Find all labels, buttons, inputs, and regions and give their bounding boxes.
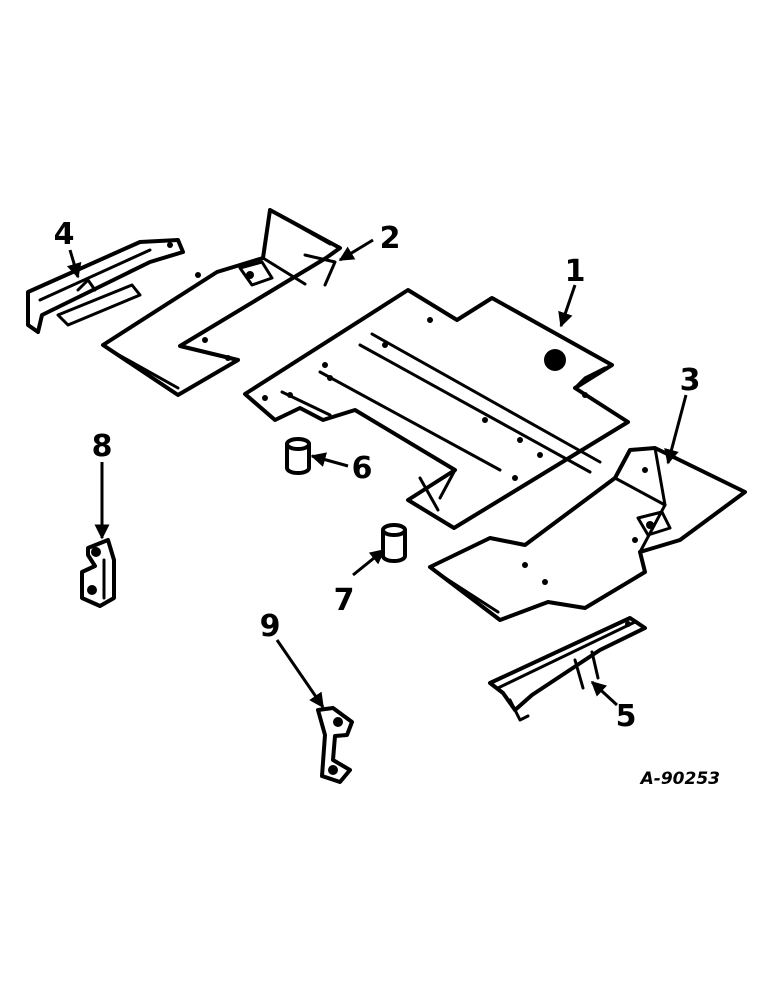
callout-8: 8	[92, 429, 113, 464]
leader-6	[310, 452, 349, 468]
part-7-bushing	[381, 523, 407, 563]
part-3-right-floor-panel	[428, 446, 747, 622]
leader-3	[664, 394, 688, 465]
reference-code: A-90253	[639, 769, 720, 789]
callout-6: 6	[352, 451, 373, 486]
part-8-latch	[80, 538, 116, 608]
callout-4: 4	[54, 217, 75, 252]
part-1-floor-plate	[243, 288, 630, 530]
part-2-left-floor-panel	[101, 208, 342, 397]
leader-lines	[66, 238, 688, 709]
leader-1	[558, 284, 577, 328]
part-4-left-bracket	[26, 238, 185, 334]
leader-5	[590, 680, 619, 707]
callout-3: 3	[680, 363, 701, 398]
callout-9: 9	[260, 609, 281, 644]
leader-4	[66, 249, 82, 279]
callout-1: 1	[565, 254, 586, 289]
part-5-right-bracket	[488, 616, 647, 722]
part-6-bushing	[285, 437, 311, 475]
leader-7	[352, 548, 386, 577]
callout-5: 5	[616, 699, 637, 734]
part-9-latch	[316, 706, 354, 784]
plate-hole	[544, 349, 566, 371]
callout-7: 7	[334, 583, 355, 618]
leader-2	[338, 238, 374, 262]
callout-labels: 1 2 3 4 5 6 7 8 9	[54, 217, 701, 734]
leader-9	[275, 639, 325, 709]
callout-2: 2	[380, 221, 401, 256]
